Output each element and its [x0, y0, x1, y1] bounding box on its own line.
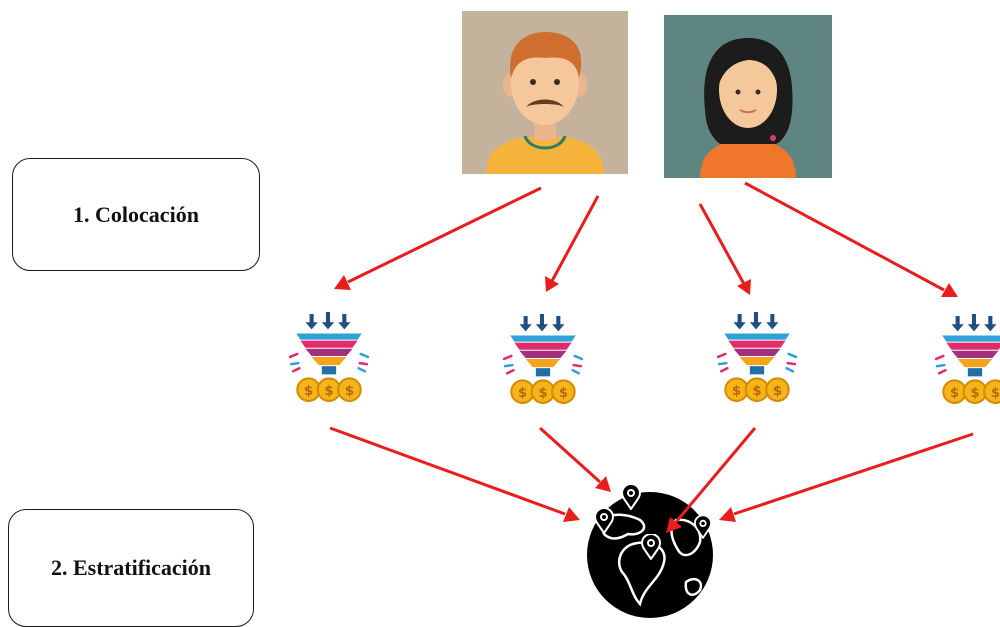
globe-pins-icon	[587, 484, 713, 618]
step-placement-box: 1. Colocación	[12, 158, 260, 271]
step-placement-label: 1. Colocación	[73, 201, 199, 227]
arrow	[674, 427, 757, 523]
man-avatar-icon	[462, 11, 628, 174]
arrow	[744, 181, 945, 292]
arrow	[329, 426, 566, 516]
arrow	[698, 203, 746, 285]
funnel-coins-icon	[716, 312, 798, 403]
funnel-coins-icon	[288, 312, 370, 403]
woman-avatar-icon	[664, 15, 832, 178]
arrow	[733, 432, 974, 516]
funnel-coins-icon	[502, 314, 584, 405]
step-layering-label: 2. Estratificación	[50, 555, 212, 580]
arrow	[538, 426, 602, 484]
arrow	[347, 186, 542, 284]
funnel-coins-icon	[934, 314, 1000, 405]
arrow	[550, 195, 600, 282]
flow-arrows	[329, 181, 974, 533]
